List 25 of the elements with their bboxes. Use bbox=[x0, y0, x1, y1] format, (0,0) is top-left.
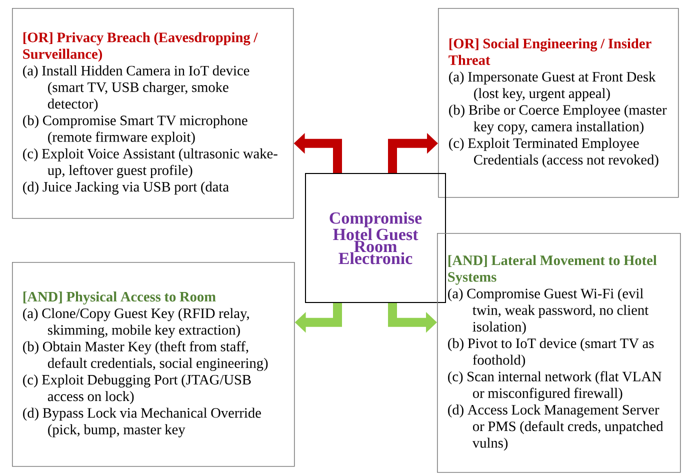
list-item: (b) Bribe or Coerce Employee (master key copy, camera installation) bbox=[449, 104, 667, 134]
list-item: (a) Impersonate Guest at Front Desk (lost key, urgent appeal) bbox=[449, 72, 656, 102]
attack-box bbox=[12, 8, 294, 219]
attack-box bbox=[438, 8, 679, 198]
list-item: (d) Juice Jacking via USB port (data bbox=[23, 182, 229, 195]
list-item: (b) Pivot to IoT device (smart TV as foothold) bbox=[448, 338, 654, 368]
list-item: (d) Bypass Lock via Mechanical Override (pick, bump, master key bbox=[23, 408, 261, 438]
list-item: (c) Scan internal network (flat VLAN or misconfigured firewall) bbox=[448, 371, 662, 401]
heading: [AND] Physical Access to Room bbox=[23, 292, 216, 305]
list-item: (b) Obtain Master Key (theft from staff, default credentials, social engineering) bbox=[23, 341, 268, 371]
title-text: Compromise Hotel Guest Room Electronic bbox=[330, 212, 422, 264]
attack-box bbox=[12, 262, 295, 467]
list-item: (a) Clone/Copy Guest Key (RFID relay, skimming, mobile key extraction) bbox=[23, 308, 249, 338]
attack-box bbox=[437, 233, 681, 473]
list-item: (d) Access Lock Management Server or PMS (default creds, unpatched vulns) bbox=[448, 404, 664, 451]
list-item: (a) Install Hidden Camera in IoT device (smart TV, USB charger, smoke detector) bbox=[23, 65, 250, 112]
list-item: (c) Exploit Terminated Employee Credentials (access not revoked) bbox=[449, 138, 658, 168]
heading: [OR] Social Engineering / Insider Threat bbox=[448, 38, 652, 65]
heading: [AND] Lateral Movement to Hotel Systems bbox=[448, 255, 657, 285]
heading: [OR] Privacy Breach (Eavesdropping / Surveillance) bbox=[23, 32, 258, 62]
list-item: (c) Exploit Voice Assistant (ultrasonic wake-up, leftover guest profile) bbox=[23, 148, 278, 178]
list-item: (a) Compromise Guest Wi-Fi (evil twin, weak password, no client isolation) bbox=[448, 288, 648, 334]
list-item: (c) Exploit Debugging Port (JTAG/USB access on lock) bbox=[23, 374, 251, 404]
list-item: (b) Compromise Smart TV microphone (remote firmware exploit) bbox=[23, 115, 248, 145]
goal-box bbox=[305, 173, 446, 303]
